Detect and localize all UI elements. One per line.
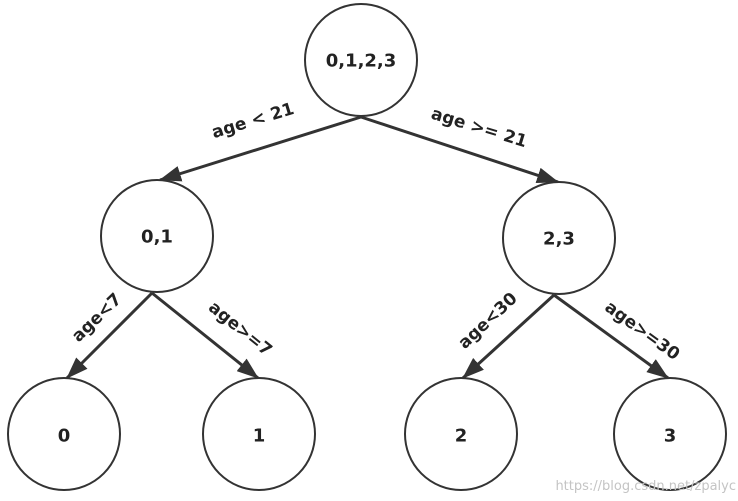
- node-label: 1: [253, 426, 266, 447]
- edge-n01-to-n1: [151, 291, 259, 380]
- node-circle: [7, 377, 121, 491]
- edge-label-n23-to-n3: age>=30: [601, 297, 684, 365]
- node-label: 2,3: [543, 229, 575, 250]
- edge-label-n01-to-n1: age>=7: [204, 297, 275, 360]
- edge-n23-to-n3: [553, 293, 669, 380]
- node-label: 2: [455, 426, 468, 447]
- node-label: 0,1,2,3: [326, 51, 397, 72]
- node-circle: [404, 377, 518, 491]
- watermark: https://blog.csdn.net/zpalyc: [555, 479, 736, 494]
- node-label: 0,1: [141, 227, 173, 248]
- edge-label-n23-to-n2: age<30: [454, 289, 521, 354]
- edge-label-n01-to-n0: age<7: [68, 290, 126, 347]
- node-root: 0,1,2,3: [304, 3, 418, 117]
- node-circle: [304, 3, 418, 117]
- node-n23: 2,3: [502, 181, 616, 295]
- node-circle: [502, 181, 616, 295]
- node-n3: 3: [613, 377, 727, 491]
- node-circle: [202, 377, 316, 491]
- node-n1: 1: [202, 377, 316, 491]
- node-n01: 0,1: [100, 179, 214, 293]
- node-label: 3: [664, 426, 677, 447]
- node-n0: 0: [7, 377, 121, 491]
- node-circle: [613, 377, 727, 491]
- node-label: 0: [58, 426, 71, 447]
- edge-root-to-n23: [360, 115, 559, 184]
- edge-label-root-to-n01: age < 21: [209, 99, 296, 143]
- edge-n23-to-n2: [461, 293, 556, 380]
- node-circle: [100, 179, 214, 293]
- edges: [65, 115, 669, 380]
- edge-n01-to-n0: [65, 291, 154, 380]
- edge-root-to-n01: [159, 115, 362, 182]
- node-n2: 2: [404, 377, 518, 491]
